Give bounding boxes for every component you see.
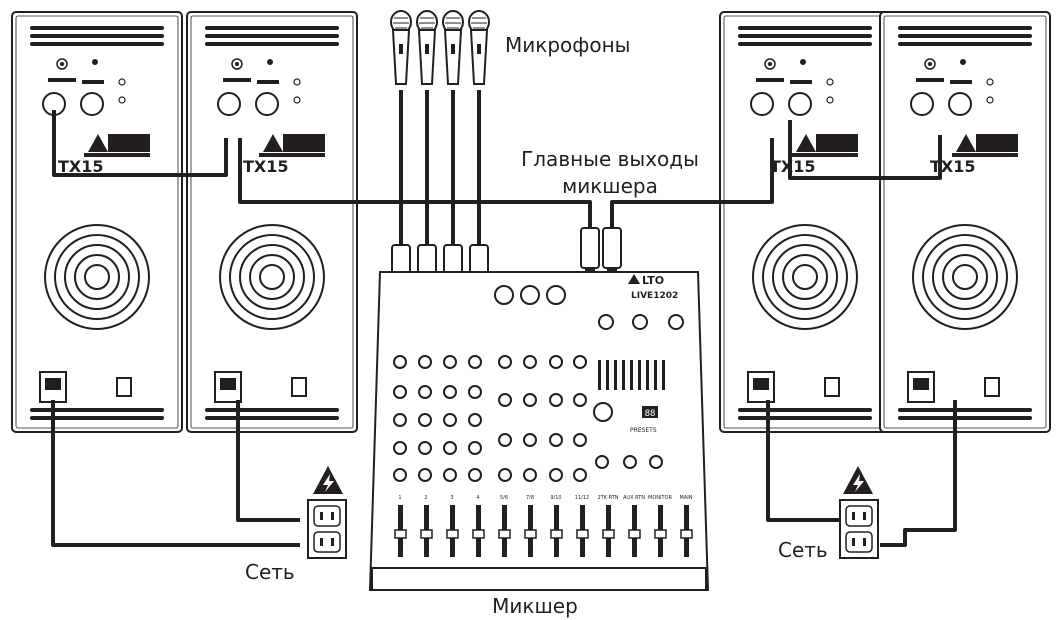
label-main-outputs-line2: микшера [562,174,658,198]
signal-cables [52,90,942,255]
label-main-outputs-line1: Главные выходы [521,147,699,171]
channel-label: AUX RTN [623,495,645,501]
channel-label: 4 [476,495,479,501]
channel-label: 9/10 [550,495,561,501]
speaker-1 [11,11,183,433]
channel-label: 3 [450,495,453,501]
electric-warning-icon [843,466,873,494]
mixer-brand: LTO [642,274,664,287]
speaker-3 [719,11,891,433]
speaker-1-model: TX15 [58,157,104,176]
channel-label: 1 [398,495,401,501]
speaker-2-model: TX15 [243,157,289,176]
power-cables [51,400,957,547]
channel-label: 5/6 [500,495,508,501]
channel-label: 11/12 [575,495,589,501]
mixer-model: LIVE1202 [631,291,678,301]
channel-label: MAIN [680,495,693,501]
electric-warning-icon [313,466,343,494]
microphones-group [390,10,490,85]
power-outlet-left [307,499,347,559]
speaker-4 [879,11,1051,433]
channel-label: 7/8 [526,495,534,501]
channel-label: 2TK RTN [597,495,618,501]
speaker-2 [186,11,358,433]
speaker-3-model: TX15 [770,157,816,176]
label-mains-left: Сеть [245,560,295,584]
mixer-presets-label: PRESETS [630,427,657,434]
mixer-display: 88 [645,409,656,419]
channel-label: 2 [424,495,427,501]
mixer-device: 88 PRESETS LTO LIVE1202 1 2 3 4 [368,271,710,591]
power-outlet-right [839,499,879,559]
channel-label: MONITOR [648,495,672,501]
label-mains-right: Сеть [778,538,828,562]
label-mixer: Микшер [492,594,578,618]
label-microphones: Микрофоны [505,33,631,57]
speaker-4-model: TX15 [930,157,976,176]
